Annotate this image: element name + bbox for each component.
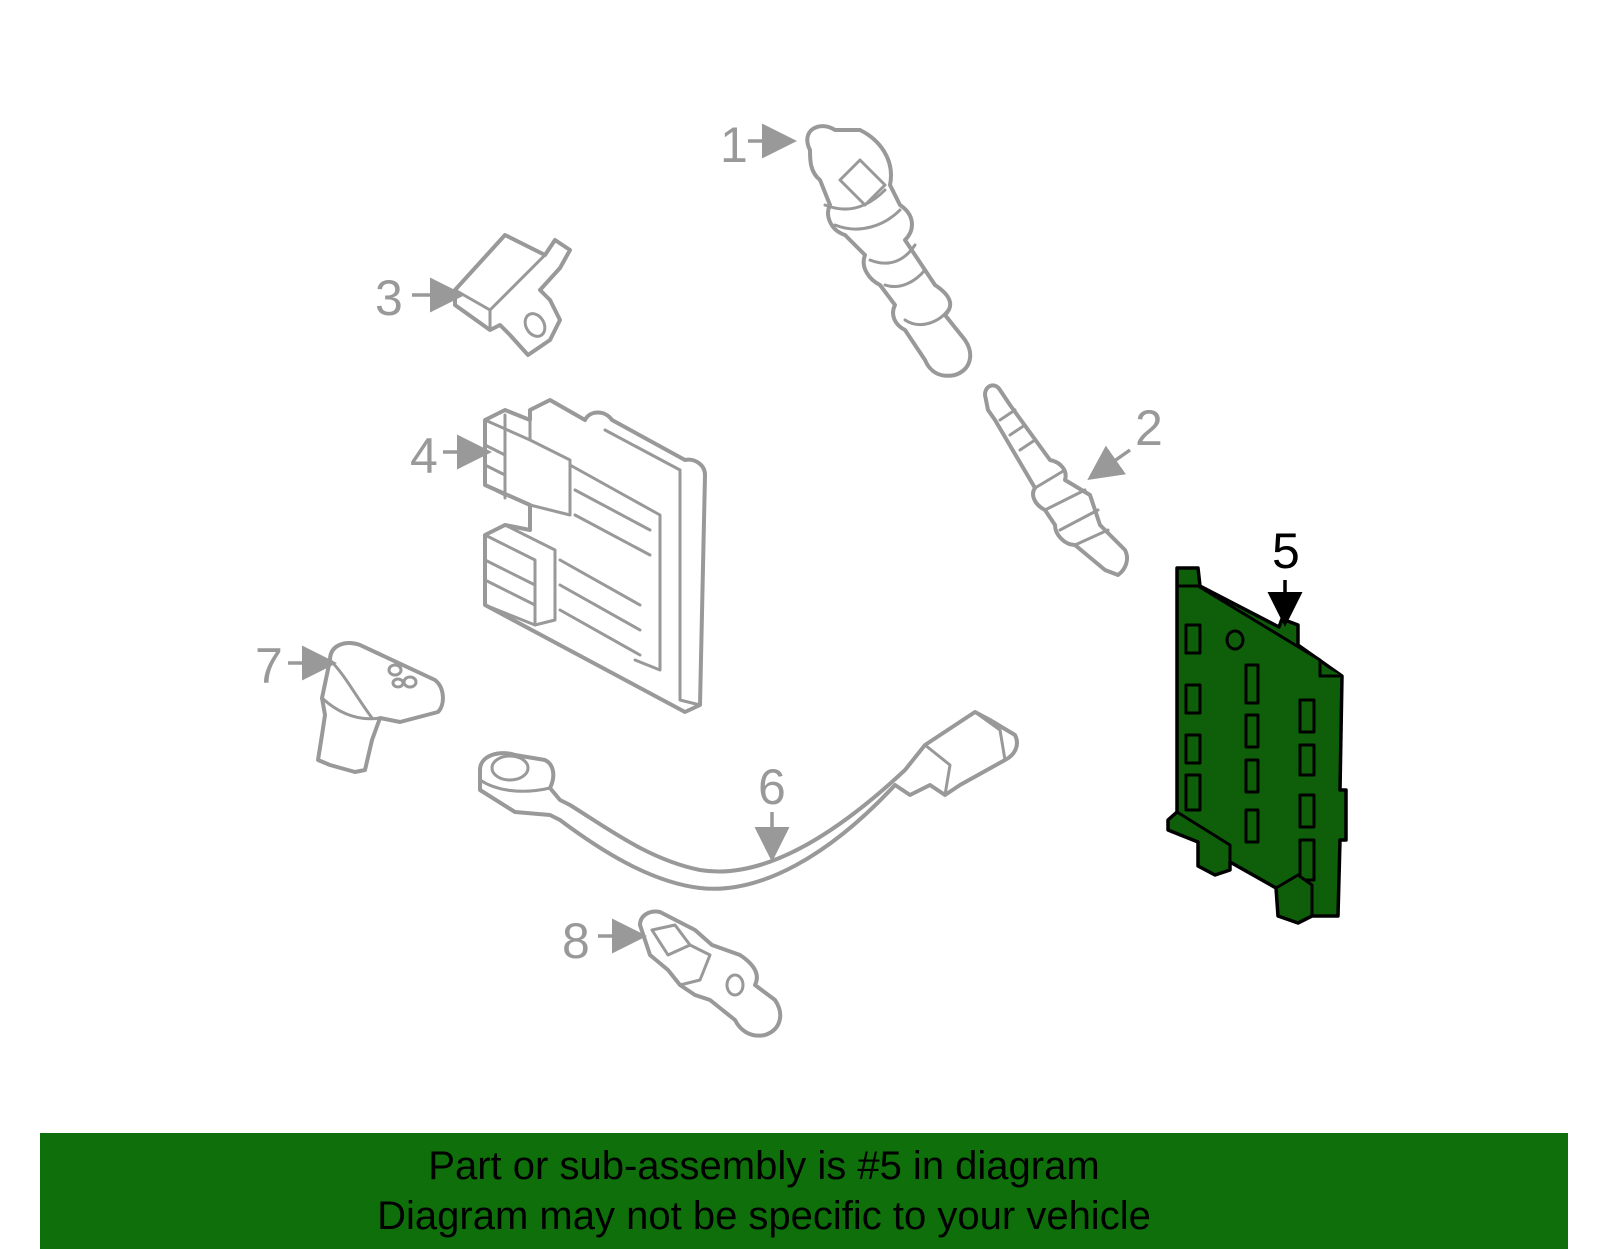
callout-4-label: 4 bbox=[410, 428, 438, 484]
callout-6-label: 6 bbox=[758, 759, 786, 815]
callout-2-arrow bbox=[1087, 445, 1132, 481]
part-8-sensor[interactable] bbox=[638, 909, 783, 1038]
callout-7-label: 7 bbox=[255, 638, 283, 694]
part-6-knock-sensor[interactable] bbox=[478, 710, 1019, 891]
info-banner: Part or sub-assembly is #5 in diagram Di… bbox=[40, 1133, 1568, 1249]
part-2-spark-plug[interactable] bbox=[983, 383, 1129, 577]
part-4-engine-control-module[interactable] bbox=[483, 398, 707, 714]
part-5-control-module-highlighted[interactable] bbox=[1166, 566, 1348, 925]
callout-1-label: 1 bbox=[720, 117, 748, 173]
part-3-sensor[interactable] bbox=[453, 233, 572, 357]
banner-line-1: Part or sub-assembly is #5 in diagram bbox=[428, 1144, 1100, 1188]
callout-3-label: 3 bbox=[375, 270, 403, 326]
banner-line-2: Diagram may not be specific to your vehi… bbox=[377, 1194, 1151, 1238]
part-7-position-sensor[interactable] bbox=[316, 641, 445, 774]
callout-8-label: 8 bbox=[562, 913, 590, 969]
callout-5-label: 5 bbox=[1272, 523, 1300, 579]
part-1-ignition-coil[interactable] bbox=[805, 124, 973, 378]
callout-2-label: 2 bbox=[1135, 400, 1163, 456]
